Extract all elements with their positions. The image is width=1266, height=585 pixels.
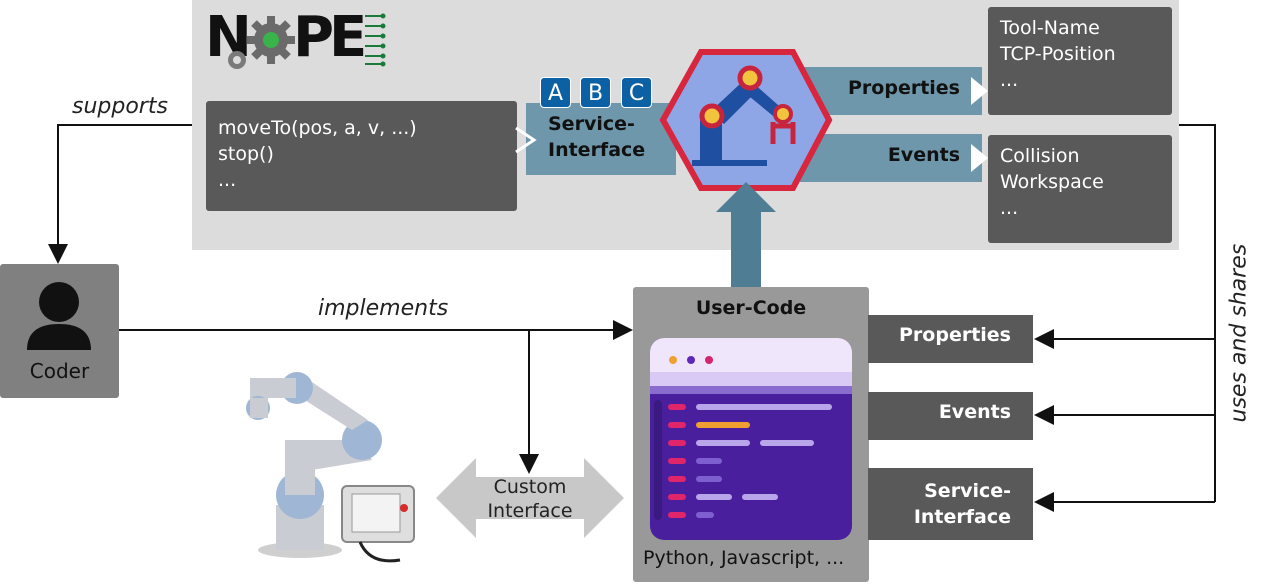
logo-letter-e: E (329, 5, 368, 70)
implements-label: implements (318, 296, 449, 321)
custom-interface-line: Custom (493, 476, 567, 498)
method-line: stop() (218, 143, 274, 165)
uses-and-shares-label: uses and shares (1226, 243, 1252, 423)
events-label: Events (887, 144, 960, 166)
properties-detail-line: TCP-Position (1000, 43, 1116, 65)
properties-bar: Properties (800, 67, 982, 115)
properties-detail-line: ... (1000, 69, 1019, 91)
right-events-label: Events (938, 401, 1011, 423)
right-properties-box: Properties (868, 315, 1033, 363)
method-list-box: moveTo(pos, a, v, ...) stop() ... (206, 101, 517, 211)
right-service-interface-box: Service- Interface (868, 468, 1033, 540)
service-interface-line: Service- (548, 113, 635, 135)
right-service-interface-line: Interface (913, 506, 1011, 528)
person-icon (27, 282, 91, 350)
method-line: moveTo(pos, a, v, ...) (218, 117, 417, 139)
events-bar: Events (800, 134, 982, 182)
user-code-title: User-Code (695, 297, 807, 319)
supports-label: supports (72, 94, 168, 119)
badge-a: A (540, 77, 571, 108)
custom-interface-line: Interface (487, 500, 573, 522)
user-code-box: User-Code Python, Javascript, ... (633, 287, 869, 582)
custom-interface-label: Custom Interface (476, 475, 584, 523)
properties-detail-line: Tool-Name (1000, 17, 1100, 39)
service-interface-line: Interface (548, 139, 646, 161)
user-code-caption: Python, Javascript, ... (643, 547, 845, 569)
coder-box: Coder (0, 264, 119, 398)
badge-c: C (621, 77, 652, 108)
nope-logo: N (205, 8, 390, 70)
uses-and-shares-label-wrap: uses and shares (1222, 243, 1252, 430)
coder-label: Coder (29, 359, 90, 383)
events-detail-line: Collision (1000, 145, 1080, 167)
method-line: ... (218, 169, 237, 191)
properties-label: Properties (848, 77, 960, 99)
supports-arrow (48, 124, 192, 264)
right-events-box: Events (868, 392, 1033, 440)
right-service-interface-line: Service- (924, 480, 1011, 502)
badge-b: B (580, 77, 611, 108)
uses-bracket (1179, 124, 1216, 502)
right-properties-label: Properties (899, 324, 1011, 346)
events-detail-box: Collision Workspace ... (988, 135, 1172, 243)
logo-letter-p: P (293, 5, 335, 70)
gear-icon (228, 13, 386, 69)
events-detail-line: Workspace (1000, 171, 1104, 193)
properties-detail-box: Tool-Name TCP-Position ... (988, 7, 1172, 115)
events-detail-line: ... (1000, 197, 1019, 219)
robot-arm-photo-icon (246, 372, 415, 563)
service-interface-block: Service- Interface (526, 103, 676, 175)
